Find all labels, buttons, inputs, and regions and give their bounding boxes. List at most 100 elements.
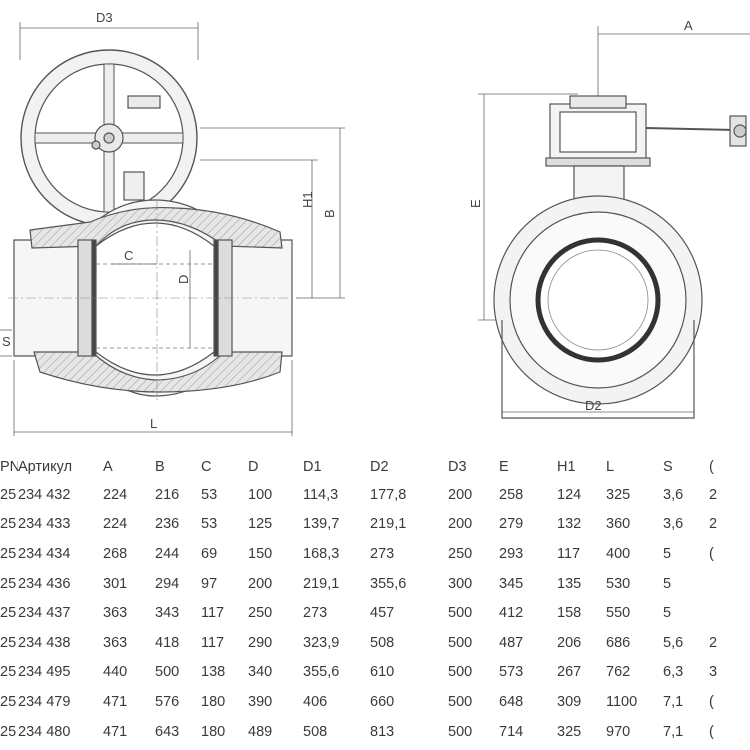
table-cell: 343 <box>155 605 180 622</box>
table-cell: 250 <box>248 605 273 622</box>
table-cell: 114,3 <box>303 486 339 503</box>
table-cell: 135 <box>557 575 582 592</box>
label-c: C <box>124 248 133 263</box>
table-cell: 234 495 <box>18 664 71 681</box>
table-cell: 508 <box>370 634 395 651</box>
table-cell: 355,6 <box>370 575 407 592</box>
label-h1: H1 <box>300 191 315 208</box>
table-cell: 487 <box>499 634 524 651</box>
table-cell: 180 <box>201 723 226 740</box>
table-cell: 25 <box>0 693 17 710</box>
header-c: C <box>201 459 212 475</box>
table-cell <box>709 569 750 599</box>
table-cell: 125 <box>248 516 273 533</box>
table-cell: 25 <box>0 634 17 651</box>
table-cell: 5 <box>663 545 672 562</box>
table-cell: 345 <box>499 575 524 592</box>
header-e: E <box>499 459 509 475</box>
label-e: E <box>468 199 483 208</box>
table-cell: 325 <box>606 486 631 503</box>
table-cell: 117 <box>201 634 225 651</box>
table-cell: 293 <box>499 545 524 562</box>
table-cell: 168,3 <box>303 545 340 562</box>
table-cell: 440 <box>103 664 128 681</box>
table-cell: 970 <box>606 723 631 740</box>
table-cell: 363 <box>103 634 128 651</box>
label-l: L <box>150 416 157 431</box>
table-cell: ( <box>709 723 714 740</box>
header-pn: PN <box>0 459 18 475</box>
table-cell: 457 <box>370 605 395 622</box>
table-cell: 5 <box>663 605 672 622</box>
header-l: L <box>606 459 615 475</box>
table-cell: 412 <box>499 605 524 622</box>
table-cell: 53 <box>201 516 218 533</box>
table-cell: ( <box>709 545 714 562</box>
table-cell: 418 <box>155 634 180 651</box>
table-cell: 406 <box>303 693 328 710</box>
table-cell: 2 <box>709 516 718 533</box>
table-cell: 1100 <box>606 693 638 710</box>
table-cell: 340 <box>248 664 273 681</box>
table-cell: 268 <box>103 545 128 562</box>
valve-technical-drawing: D3 A H1 B E C D L D2 S <box>0 10 750 436</box>
table-cell: 500 <box>448 693 473 710</box>
table-cell: 7,1 <box>663 723 684 740</box>
table-cell: 2 <box>709 486 718 503</box>
table-cell: 25 <box>0 664 17 681</box>
label-d2: D2 <box>585 398 602 413</box>
table-cell: 216 <box>155 486 180 503</box>
table-cell: 97 <box>201 575 218 592</box>
header-article: Артикул <box>18 459 73 475</box>
header-s: S <box>663 459 673 475</box>
table-cell: 234 438 <box>18 634 71 651</box>
table-cell: 158 <box>557 605 582 622</box>
table-cell: 219,1 <box>303 575 340 592</box>
table-cell: 489 <box>248 723 273 740</box>
table-cell: 471 <box>103 723 128 740</box>
header-extra: ( <box>709 459 714 475</box>
table-cell: 117 <box>557 545 581 562</box>
table-cell <box>709 598 750 628</box>
label-s: S <box>2 334 11 349</box>
table-cell: 3,6 <box>663 486 684 503</box>
table-cell: 660 <box>370 693 395 710</box>
table-cell: 279 <box>499 516 524 533</box>
table-cell: 355,6 <box>303 664 340 681</box>
table-cell: 250 <box>448 545 473 562</box>
table-cell: 500 <box>448 605 473 622</box>
table-cell: 273 <box>370 545 395 562</box>
table-cell: 714 <box>499 723 524 740</box>
table-cell: 686 <box>606 634 631 651</box>
table-cell: 390 <box>248 693 273 710</box>
front-view <box>478 26 750 419</box>
table-cell: 325 <box>557 723 582 740</box>
table-cell: 180 <box>201 693 226 710</box>
header-a: A <box>103 459 113 475</box>
label-a: A <box>684 18 693 33</box>
table-cell: 219,1 <box>370 516 407 533</box>
table-cell: 69 <box>201 545 218 562</box>
table-cell: 117 <box>201 605 225 622</box>
table-header-row: PN Артикул A B C D D1 D2 D3 E H1 L S ( <box>0 454 750 480</box>
table-cell: 234 479 <box>18 693 71 710</box>
table-cell: 500 <box>448 664 473 681</box>
header-b: B <box>155 459 165 475</box>
table-cell: 132 <box>557 516 582 533</box>
table-cell: 471 <box>103 693 128 710</box>
header-h1: H1 <box>557 459 576 475</box>
table-cell: 200 <box>248 575 273 592</box>
table-cell: 6,3 <box>663 664 684 681</box>
table-cell: 25 <box>0 575 17 592</box>
table-cell: 244 <box>155 545 180 562</box>
table-cell: 139,7 <box>303 516 340 533</box>
table-cell: 100 <box>248 486 273 503</box>
table-cell: 500 <box>448 634 473 651</box>
table-cell: 150 <box>248 545 273 562</box>
table-cell: 508 <box>303 723 328 740</box>
table-cell: 363 <box>103 605 128 622</box>
table-cell: 25 <box>0 545 17 562</box>
